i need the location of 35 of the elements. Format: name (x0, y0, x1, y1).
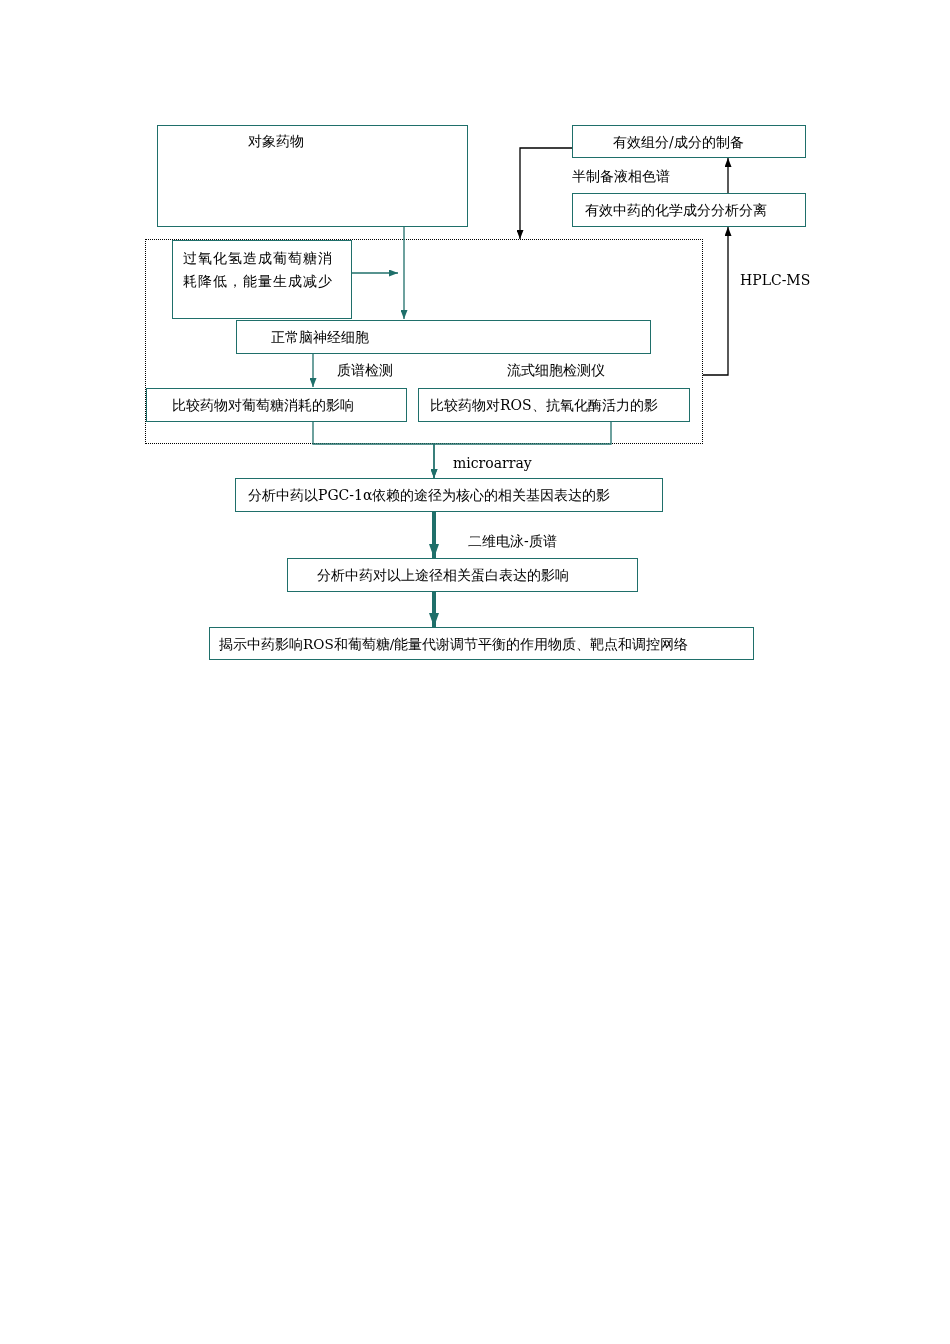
process-box (287, 558, 638, 592)
arrow (350, 269, 399, 277)
arrow (429, 592, 439, 627)
method-label: 流式细胞检测仪 (507, 362, 605, 379)
box-text: 比较药物对ROS、抗氧化酶活力的影 (430, 397, 658, 414)
box-text: 分析中药对以上途径相关蛋白表达的影响 (317, 567, 569, 584)
edge-label: microarray (453, 455, 532, 472)
process-box (572, 125, 806, 158)
process-box (172, 240, 352, 319)
process-box (418, 388, 690, 422)
arrow (516, 147, 573, 240)
edge-label: 二维电泳-质谱 (468, 533, 557, 550)
edge-label: 质谱检测 (337, 362, 393, 379)
process-box (235, 478, 663, 512)
process-box (157, 125, 468, 227)
arrow (429, 512, 439, 558)
process-box (572, 193, 806, 227)
box-text: 揭示中药影响ROS和葡萄糖/能量代谢调节平衡的作用物质、靶点和调控网络 (219, 636, 689, 653)
arrow (309, 352, 317, 388)
box-text: 过氧化氢造成葡萄糖消耗降低，能量生成减少 (183, 249, 334, 292)
box-text: 对象药物 (248, 133, 304, 150)
box-text: 分析中药以PGC-1α依赖的途径为核心的相关基因表达的影 (248, 487, 611, 504)
box-text: 正常脑神经细胞 (271, 329, 369, 346)
box-text: 有效中药的化学成分分析分离 (585, 202, 767, 219)
box-text: 比较药物对葡萄糖消耗的影响 (172, 397, 354, 414)
dotted-group-frame (145, 239, 703, 444)
arrow (724, 157, 732, 194)
arrow (430, 420, 612, 479)
process-box (146, 388, 407, 422)
arrow (400, 226, 408, 320)
arrow (702, 226, 732, 376)
process-box (236, 320, 651, 354)
box-text: 有效组分/成分的制备 (613, 134, 744, 151)
edge-label: 半制备液相色谱 (572, 168, 670, 185)
process-box (209, 627, 754, 660)
